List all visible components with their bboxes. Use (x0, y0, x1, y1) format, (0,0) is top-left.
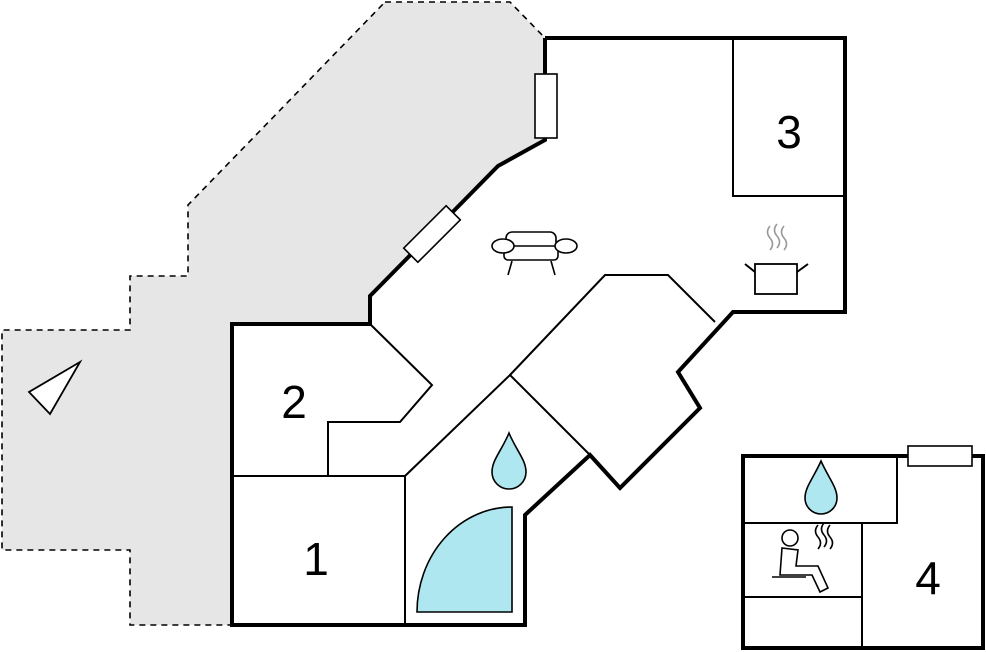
room-label-3: 3 (776, 106, 802, 158)
window-icon (534, 73, 558, 139)
room-label-2: 2 (281, 376, 307, 428)
steam-icon (814, 522, 834, 550)
wall-room-3 (732, 38, 845, 197)
window-icon (907, 445, 973, 467)
sofa-icon (491, 231, 578, 276)
wall-annex-bath (743, 456, 898, 524)
water-drop-icon (804, 459, 838, 515)
water-drop-icon (491, 430, 527, 490)
sauna-person-icon (772, 529, 830, 594)
cooking-pot-icon (744, 223, 809, 295)
shower-tray-icon (416, 506, 513, 613)
north-arrow-icon (27, 359, 83, 416)
window-icon (402, 204, 462, 264)
wall-hall (509, 274, 716, 376)
wall-room-2 (327, 323, 434, 476)
room-label-4: 4 (915, 552, 941, 604)
room-label-1: 1 (303, 533, 329, 585)
terrace-area (1, 1, 546, 626)
